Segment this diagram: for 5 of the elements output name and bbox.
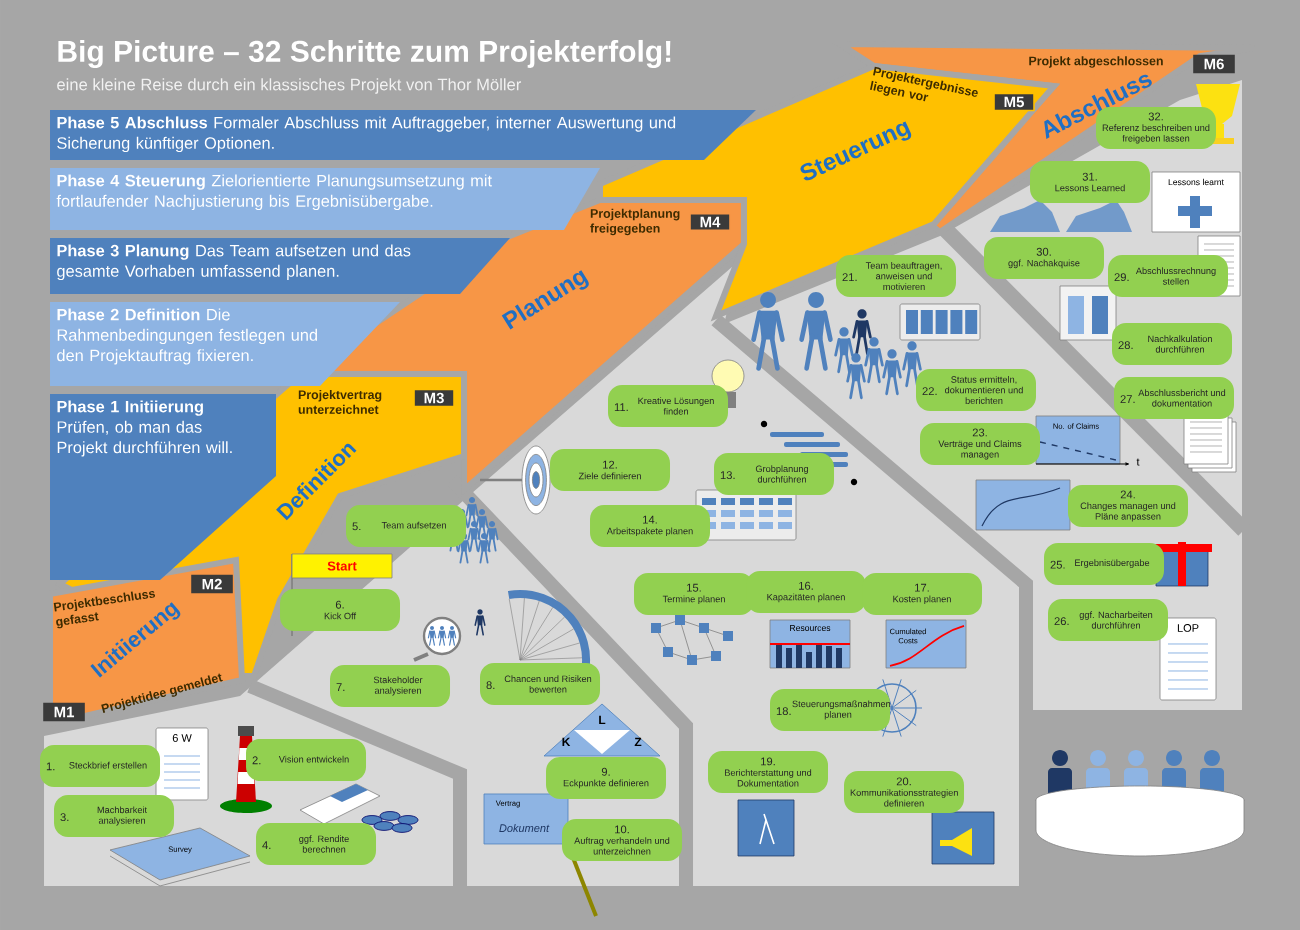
phase-banner: Phase 3 Planung Das Team aufsetzen und das gesamte Vorhaben umfassend planen. (50, 238, 510, 294)
subtitle: eine kleine Reise durch ein klassisches Projekt von Thor Möller (57, 78, 522, 94)
phase-banner: Phase 1 Initiierung Prüfen, ob man das Projekt durchführen will. (50, 394, 276, 580)
phase-banner: Phase 2 Definition Die Rahmenbedingungen festlegen und den Projektauftrag fixieren. (50, 302, 400, 386)
phase-banner: Phase 5 Abschluss Formaler Abschluss mit Auftraggeber, interner Auswertung und Sicherung künftiger Optionen. (50, 110, 756, 160)
